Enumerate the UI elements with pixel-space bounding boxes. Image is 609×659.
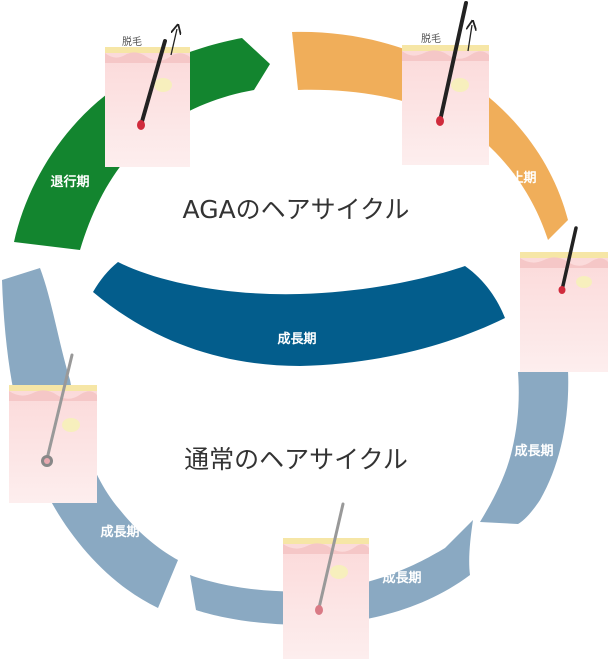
normal-growth-arc-bottom bbox=[190, 520, 473, 625]
regression-phase-label: 退行期 bbox=[50, 174, 89, 190]
normal-cycle-title: 通常のヘアサイクル bbox=[184, 445, 408, 474]
shedding-tag-left: 脱毛 bbox=[122, 35, 142, 48]
normal-growth-arc-left bbox=[2, 268, 178, 608]
normal-cycle-ring bbox=[2, 268, 569, 625]
skin-panel-shedding-left bbox=[105, 29, 190, 167]
aga-growth-phase-label: 成長期 bbox=[277, 331, 316, 347]
skin-panel-normal-left bbox=[9, 353, 97, 503]
skin-panel-shedding-right bbox=[402, 1, 489, 165]
normal-growth-label-left: 成長期 bbox=[100, 524, 139, 540]
normal-growth-label-bottom: 成長期 bbox=[382, 570, 421, 586]
aga-cycle-title: AGAのヘアサイクル bbox=[183, 195, 410, 224]
aga-growth-arc bbox=[93, 262, 505, 366]
shedding-tag-right: 脱毛 bbox=[421, 32, 441, 45]
normal-growth-label-right: 成長期 bbox=[514, 443, 553, 459]
normal-growth-arc-right bbox=[480, 370, 569, 524]
skin-panel-normal-bottom bbox=[283, 502, 369, 659]
skin-panel-aga-growth bbox=[520, 226, 608, 372]
aga-resting-arc bbox=[292, 31, 568, 240]
aga-cycle-ring bbox=[14, 31, 568, 366]
resting-phase-label: 休止期 bbox=[496, 170, 536, 186]
aga-regression-arc bbox=[14, 38, 270, 250]
